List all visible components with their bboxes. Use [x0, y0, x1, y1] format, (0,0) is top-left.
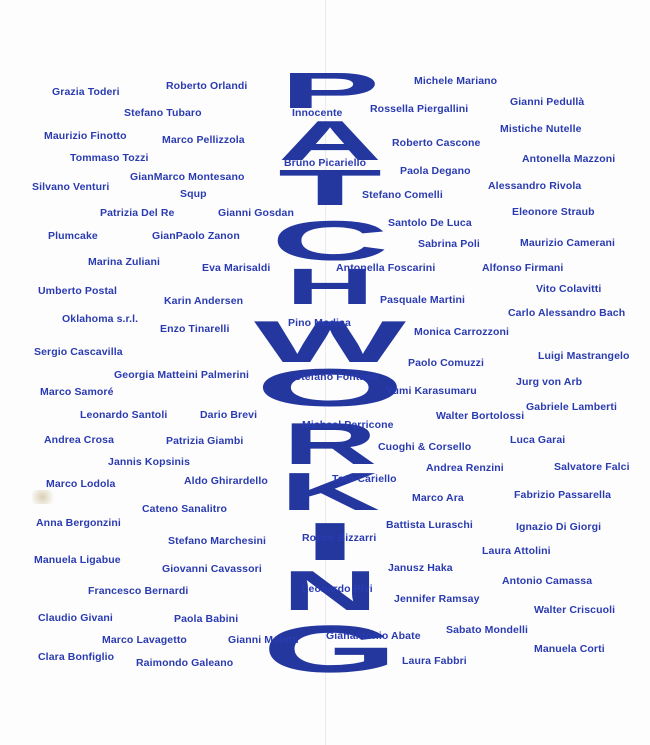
artist-name: Janusz Haka: [388, 562, 453, 574]
artist-name: Laura Fabbri: [402, 655, 467, 667]
artist-name: Fabrizio Passarella: [514, 489, 612, 501]
artist-name: Jurg von Arb: [516, 376, 583, 388]
artist-name: Leonardo Pivi: [302, 583, 373, 595]
artist-name: Sergio Cascavilla: [34, 346, 123, 358]
artist-name: Rocco Bizzarri: [302, 532, 377, 544]
artist-name: Roberto Orlandi: [166, 80, 248, 92]
artist-name: Gianantonio Abate: [326, 630, 421, 642]
artist-name: Monica Carrozzoni: [414, 326, 510, 338]
artist-name: Alessandro Rivola: [488, 180, 582, 192]
artist-name: Patrizia Giambi: [166, 435, 244, 447]
title-letter-k: K: [280, 462, 381, 522]
artist-name: Squp: [180, 188, 207, 200]
artist-name: Dario Brevi: [200, 409, 258, 421]
artist-name: Yumi Karasumaru: [386, 385, 477, 397]
artist-name: Aldo Ghirardello: [184, 475, 268, 487]
artist-name: Stefano Marchesini: [168, 535, 267, 547]
artist-name: Giovanni Cavassori: [162, 563, 262, 575]
artist-name: Battista Luraschi: [386, 519, 473, 531]
artist-name: Antonella Mazzoni: [522, 153, 616, 165]
artist-name: Grazia Toderi: [52, 86, 120, 98]
artist-name: Oklahoma s.r.l.: [62, 313, 139, 325]
artist-name: Eleonore Straub: [512, 206, 595, 218]
artist-name: Enzo Tinarelli: [160, 323, 230, 335]
artist-name: Totò Cariello: [332, 473, 397, 485]
artist-name: Mistiche Nutelle: [500, 123, 582, 135]
artist-name: Gianni Gosdan: [218, 207, 294, 219]
artist-name: Michele Mariano: [414, 75, 498, 87]
artist-name: Gabriele Lamberti: [526, 401, 617, 413]
artist-name: Salvatore Falci: [554, 461, 630, 473]
artist-name: Jannis Kopsinis: [108, 456, 191, 468]
artist-name: Rossella Piergallini: [370, 103, 469, 115]
artist-name: Marina Zuliani: [88, 256, 160, 268]
artist-name: Paola Babini: [174, 613, 239, 625]
artist-name: Carlo Alessandro Bach: [508, 307, 626, 319]
artist-name: Walter Criscuoli: [534, 604, 616, 616]
artist-name: Anna Bergonzini: [36, 517, 121, 529]
artist-name: Antonio Camassa: [502, 575, 593, 587]
artist-name: Maurizio Camerani: [520, 237, 616, 249]
artist-name: GianMarco Montesano: [130, 171, 245, 183]
artist-name: Sabato Mondelli: [446, 624, 529, 636]
artist-name: Gianni Pedullà: [510, 96, 585, 108]
artist-name: Paola Degano: [400, 165, 471, 177]
artist-name: Michael Perricone: [302, 419, 394, 431]
artist-name: Santolo De Luca: [388, 217, 472, 229]
artist-name: Andrea Renzini: [426, 462, 504, 474]
artist-name: Marco Ara: [412, 492, 464, 504]
center-fold-line: [325, 0, 326, 745]
artist-name: Innocente: [292, 107, 343, 119]
artist-name: Walter Bortolossi: [436, 410, 525, 422]
artist-name: Marco Pellizzola: [162, 134, 245, 146]
artist-name: Karin Andersen: [164, 295, 244, 307]
artist-name: Paolo Comuzzi: [408, 357, 484, 369]
artist-name: Plumcake: [48, 230, 98, 242]
artist-name: Pasquale Martini: [380, 294, 466, 306]
artist-name: Claudio Givani: [38, 612, 113, 624]
artist-name: Stefano Tubaro: [124, 107, 202, 119]
artist-name: Cuoghi & Corsello: [378, 441, 472, 453]
artist-name: Pino Modica: [288, 317, 351, 329]
artist-name: Stefano Comelli: [362, 189, 443, 201]
artist-name: Maurizio Finotto: [44, 130, 127, 142]
artist-name: Georgia Matteini Palmerini: [114, 369, 250, 381]
artist-name: Clara Bonfiglio: [38, 651, 115, 663]
artist-name: Tommaso Tozzi: [70, 152, 149, 164]
artist-name: Marco Lavagetto: [102, 634, 187, 646]
artist-name: Manuela Ligabue: [34, 554, 121, 566]
artist-name: Luca Garai: [510, 434, 566, 446]
artist-name: Manuela Corti: [534, 643, 605, 655]
artist-name: Stefano Fontana: [294, 371, 378, 383]
artist-name: Umberto Postal: [38, 285, 117, 297]
artist-name: Marco Lodola: [46, 478, 116, 490]
artist-name: Luigi Mastrangelo: [538, 350, 630, 362]
artist-name: Jennifer Ramsay: [394, 593, 480, 605]
title-letter-g: G: [262, 612, 398, 687]
title-letter-o: O: [255, 358, 405, 418]
artist-name: Patrizia Del Re: [100, 207, 175, 219]
artist-name: Laura Attolini: [482, 545, 551, 557]
artist-name: Bruno Picariello: [284, 157, 367, 169]
artist-name: Andrea Crosa: [44, 434, 115, 446]
artist-name: Ignazio Di Giorgi: [516, 521, 602, 533]
artist-name: GianPaolo Zanon: [152, 230, 240, 242]
artist-name: Marco Samoré: [40, 386, 114, 398]
paper-stain: [32, 490, 58, 504]
artist-name: Eva Marisaldi: [202, 262, 271, 274]
artist-name: Francesco Bernardi: [88, 585, 189, 597]
artist-name: Roberto Cascone: [392, 137, 481, 149]
artist-name: Raimondo Galeano: [136, 657, 234, 669]
artist-name: Vito Colavitti: [536, 283, 602, 295]
artist-name: Alfonso Firmani: [482, 262, 564, 274]
artist-name: Leonardo Santoli: [80, 409, 168, 421]
artist-name: Gianni Melotti: [228, 634, 299, 646]
artist-name: Antonella Foscarini: [336, 262, 436, 274]
artist-name: Silvano Venturi: [32, 181, 110, 193]
artist-name: Sabrina Poli: [418, 238, 480, 250]
artist-name: Cateno Sanalitro: [142, 503, 228, 515]
